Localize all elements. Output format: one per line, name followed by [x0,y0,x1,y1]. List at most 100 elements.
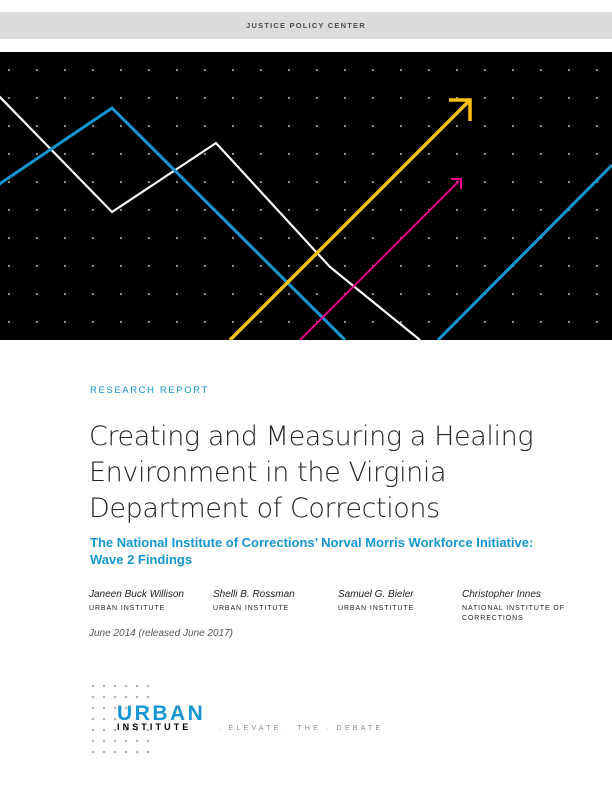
report-subtitle: The National Institute of Corrections’ N… [90,534,590,568]
grid-dot [399,320,403,324]
grid-dot [427,320,431,324]
grid-dot [567,124,571,128]
magenta-arrow-head-icon [451,178,462,189]
grid-dot [595,152,599,156]
grid-dot [231,96,235,100]
grid-dot [427,96,431,100]
publication-date: June 2014 (released June 2017) [89,628,233,639]
logo-dot [91,717,95,721]
center-label: JUSTICE POLICY CENTER [0,12,612,39]
grid-dot [203,208,207,212]
grid-dot [539,124,543,128]
logo-dot [113,728,117,732]
logo-dot [113,695,117,699]
grid-dot [595,236,599,240]
grid-dot [567,292,571,296]
logo-dot [124,750,128,754]
grid-dot [567,68,571,72]
author-affiliation: URBAN INSTITUTE [89,605,166,612]
grid-dot [35,264,39,268]
grid-dot [175,152,179,156]
logo-dot [146,728,150,732]
grid-dot [539,320,543,324]
grid-dot [399,152,403,156]
grid-dot [371,320,375,324]
grid-dot [35,96,39,100]
grid-dot [231,292,235,296]
grid-dot [203,124,207,128]
logo-dot [102,750,106,754]
grid-dot [147,152,151,156]
grid-dot [511,236,515,240]
logo-dot [135,706,139,710]
grid-dot [147,68,151,72]
logo-dot [102,695,106,699]
logo-dot [135,684,139,688]
author-block: Samuel G. Bieler URBAN INSTITUTE [338,589,414,614]
grid-dot [483,208,487,212]
grid-dot [483,152,487,156]
grid-dot [63,180,67,184]
grid-dot [91,292,95,296]
grid-dot [511,96,515,100]
author-affiliation: URBAN INSTITUTE [338,605,415,612]
logo-dot [146,750,150,754]
grid-dot [91,68,95,72]
grid-dot [119,292,123,296]
grid-dot [7,68,11,72]
grid-dot [147,96,151,100]
logo-dot [146,706,150,710]
grid-dot [287,124,291,128]
grid-dot [371,180,375,184]
grid-dot [371,292,375,296]
grid-dot [343,264,347,268]
grid-dot [595,292,599,296]
logo-dot [124,684,128,688]
grid-dot [7,292,11,296]
logo-dot [91,750,95,754]
grid-dot [343,236,347,240]
logo-dot [113,750,117,754]
logo-dot [102,684,106,688]
grid-dot [511,180,515,184]
grid-dot [483,68,487,72]
grid-dot [91,320,95,324]
author-block: Janeen Buck Willison URBAN INSTITUTE [89,589,184,614]
grid-dot [231,68,235,72]
logo-dot [91,706,95,710]
grid-dot [231,152,235,156]
rising-arrows-graphic [0,68,612,340]
grid-dot [259,180,263,184]
grid-dot [175,264,179,268]
grid-dot [259,236,263,240]
grid-dot [511,292,515,296]
grid-dot [343,96,347,100]
grid-dot [595,264,599,268]
grid-dot [35,208,39,212]
grid-dot [203,152,207,156]
grid-dot [315,236,319,240]
grid-dot [63,292,67,296]
grid-dot [539,180,543,184]
grid-dot [63,124,67,128]
grid-dot [35,236,39,240]
grid-dot [175,292,179,296]
grid-dot [231,180,235,184]
grid-dot [259,124,263,128]
logo-dot [91,695,95,699]
logo-dot [146,684,150,688]
grid-dot [203,264,207,268]
grid-dot [595,96,599,100]
grid-dot [511,124,515,128]
logo-dot [135,728,139,732]
grid-dot [399,292,403,296]
grid-dot [287,68,291,72]
grid-dot [399,124,403,128]
grid-dot [35,152,39,156]
logo-dot [124,728,128,732]
grid-dot [231,124,235,128]
logo-dot [113,706,117,710]
grid-dot [231,208,235,212]
grid-dot [119,96,123,100]
grid-dot [7,320,11,324]
